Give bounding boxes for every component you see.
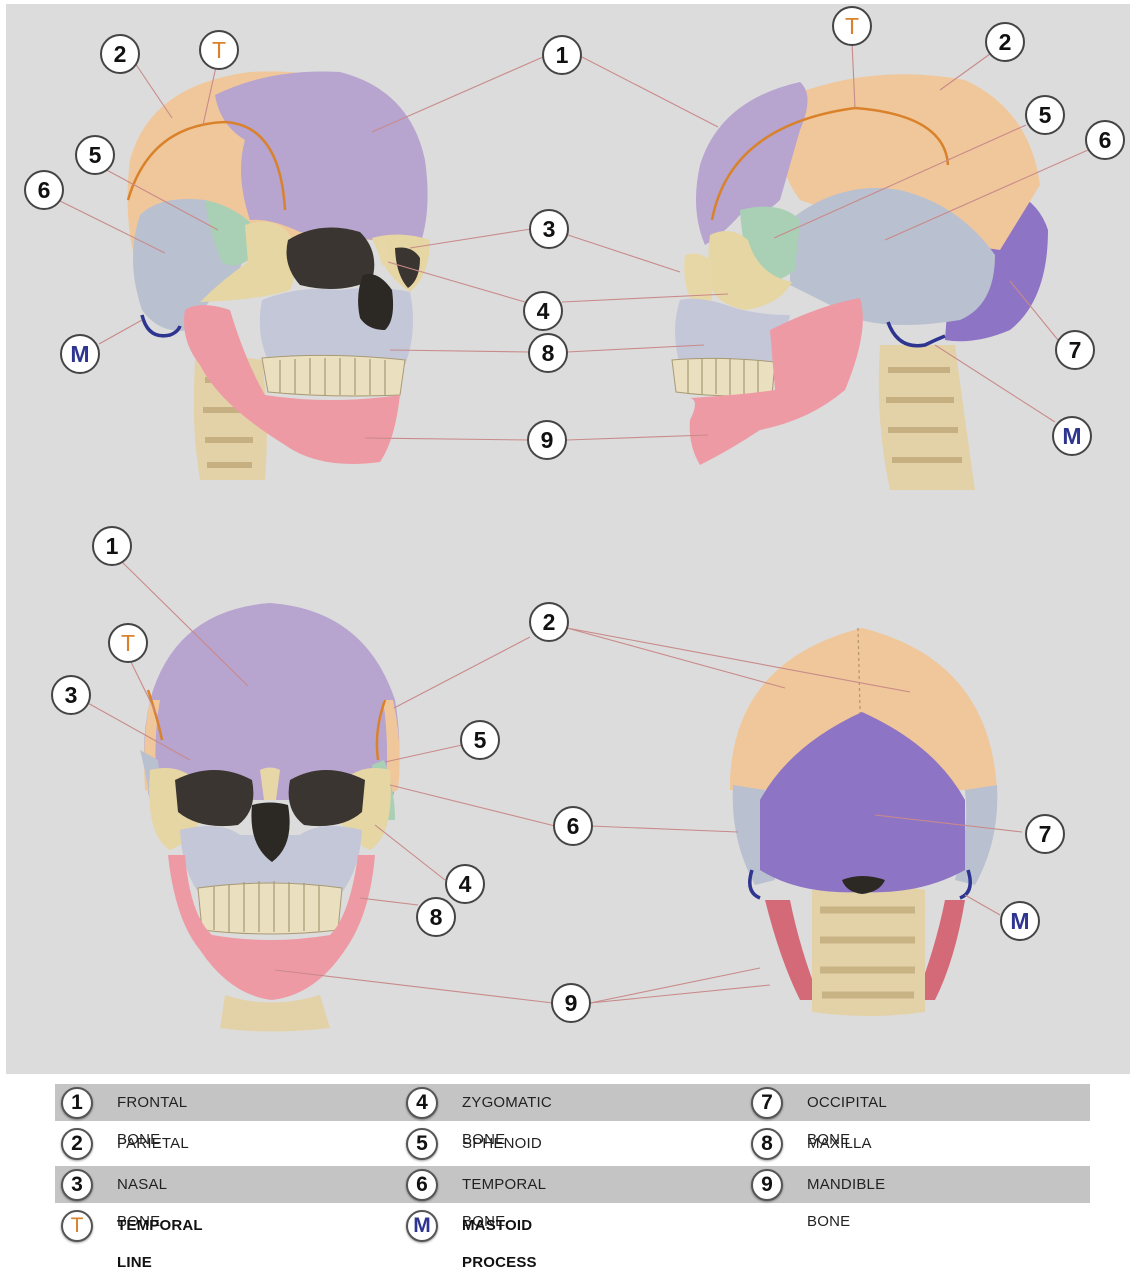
callout-m-front-oblique: M	[61, 335, 99, 373]
callout-7-posterior: 7	[1026, 815, 1064, 853]
svg-text:6: 6	[38, 177, 51, 203]
svg-text:6: 6	[1099, 127, 1112, 153]
svg-text:T: T	[845, 13, 859, 39]
callout-3-anterior: 3	[52, 676, 90, 714]
svg-text:8: 8	[542, 340, 555, 366]
callout-m-lateral: M	[1053, 417, 1091, 455]
callout-6-lateral: 6	[1086, 121, 1124, 159]
callout-9-anterior: 9	[552, 984, 590, 1022]
callout-7-lateral: 7	[1056, 331, 1094, 369]
callout-m-posterior: M	[1001, 902, 1039, 940]
callout-2-anterior: 2	[530, 603, 568, 641]
svg-text:3: 3	[65, 682, 78, 708]
svg-text:2: 2	[543, 609, 556, 635]
svg-text:T: T	[121, 630, 135, 656]
svg-text:9: 9	[565, 990, 578, 1016]
svg-text:5: 5	[1039, 102, 1052, 128]
svg-text:3: 3	[543, 216, 556, 242]
svg-text:7: 7	[1039, 821, 1052, 847]
svg-text:M: M	[1062, 423, 1081, 449]
svg-text:1: 1	[556, 42, 569, 68]
callout-2-lateral: 2	[986, 23, 1024, 61]
svg-text:T: T	[212, 37, 226, 63]
svg-text:M: M	[70, 341, 89, 367]
callout-2-front-oblique: 2	[101, 35, 139, 73]
svg-text:2: 2	[114, 41, 127, 67]
svg-text:5: 5	[89, 142, 102, 168]
callout-6-anterior: 6	[554, 807, 592, 845]
callout-5-lateral: 5	[1026, 96, 1064, 134]
callout-5-anterior: 5	[461, 721, 499, 759]
svg-text:M: M	[1010, 908, 1029, 934]
svg-text:7: 7	[1069, 337, 1082, 363]
callout-t-lateral: T	[833, 7, 871, 45]
svg-text:2: 2	[999, 29, 1012, 55]
svg-text:8: 8	[430, 904, 443, 930]
svg-text:1: 1	[106, 533, 119, 559]
callout-1-anterior: 1	[93, 527, 131, 565]
callout-4-anterior: 4	[446, 865, 484, 903]
svg-text:6: 6	[567, 813, 580, 839]
callout-t-anterior: T	[109, 624, 147, 662]
callout-9-front-oblique: 9	[528, 421, 566, 459]
svg-text:4: 4	[537, 298, 550, 324]
callout-4-front-oblique: 4	[524, 292, 562, 330]
callout-3-front-oblique: 3	[530, 210, 568, 248]
callout-6-front-oblique: 6	[25, 171, 63, 209]
callout-t-front-oblique: T	[200, 31, 238, 69]
svg-text:4: 4	[459, 871, 472, 897]
callout-1-front-oblique: 1	[543, 36, 581, 74]
skull-diagram: 1 2 T 5 6 3 4 M 8 9 T 2 5 6 7 M 1 T 3 2 …	[0, 0, 1135, 1248]
callout-5-front-oblique: 5	[76, 136, 114, 174]
callout-8-front-oblique: 8	[529, 334, 567, 372]
svg-text:9: 9	[541, 427, 554, 453]
callout-8-anterior: 8	[417, 898, 455, 936]
svg-text:5: 5	[474, 727, 487, 753]
